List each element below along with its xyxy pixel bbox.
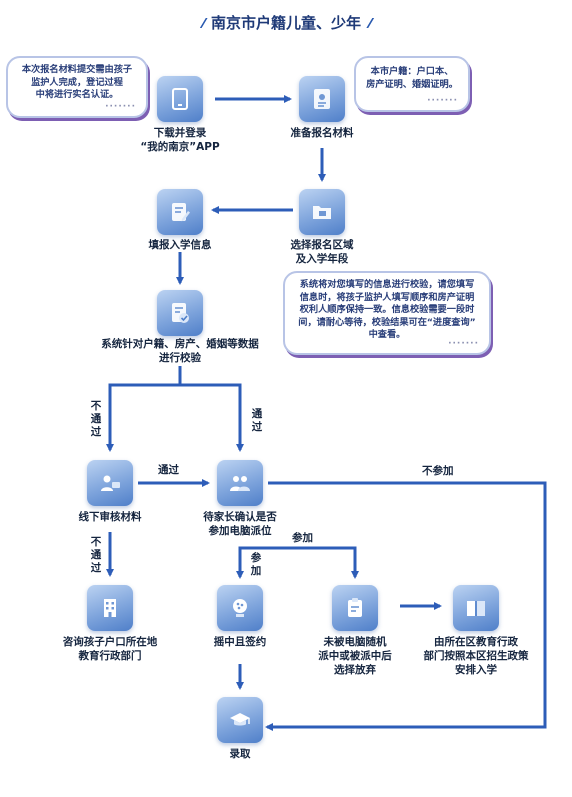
tip-line: 本次报名材料提交需由孩子 xyxy=(21,64,133,75)
node-label-fill-info: 填报入学信息 xyxy=(148,239,212,251)
tip-line: 房产证明、婚姻证明。 xyxy=(366,78,458,90)
node-label-offline-review: 线下审核材料 xyxy=(78,511,142,523)
node-label-prepare-materials: 准备报名材料 xyxy=(290,127,354,139)
node-label-admitted: 录取 xyxy=(229,748,251,760)
tip-line: 中查看。 xyxy=(368,329,406,340)
tip-line: 权利人顺序保持一致。信息校验需要一段时 xyxy=(299,304,475,315)
edge-label-review-pass: 通过 xyxy=(158,464,179,476)
node-label-lottery: 摇中且签约 xyxy=(213,636,267,648)
page-title: ⁄⁄⁄南京市户籍儿童、少年⁄⁄⁄ xyxy=(0,12,572,33)
arrow-check-pass xyxy=(180,383,244,452)
edge-label-not-join: 不参加 xyxy=(422,465,454,477)
tablet-icon xyxy=(157,76,203,122)
clipboard-icon xyxy=(332,585,378,631)
document-check-icon xyxy=(157,290,203,336)
arrow-join-left xyxy=(236,546,300,579)
tip-line: 监护人完成，登记过程 xyxy=(31,76,123,88)
tip-line: 间，请耐心等待，校验结果可在“进度查询” xyxy=(298,316,476,328)
document-certificate-icon xyxy=(299,76,345,122)
folder-icon xyxy=(299,189,345,235)
label-line: 选择放弃 xyxy=(334,664,376,676)
label-line: 派中或被派中后 xyxy=(318,650,392,662)
book-icon xyxy=(453,585,499,631)
label-line: 系统针对户籍、房产、婚姻等数据 xyxy=(101,338,259,350)
tip-line: 本市户籍：户口本、 xyxy=(370,66,454,77)
node-label-download-app: 下载并登录 “我的南京”APP xyxy=(120,126,240,154)
edge-label-join-top: 参加 xyxy=(292,532,313,544)
arrow-not-join xyxy=(265,481,547,731)
label-line: 进行校验 xyxy=(159,352,201,364)
node-label-system-check: 系统针对户籍、房产、婚姻等数据 进行校验 xyxy=(70,337,290,365)
label-line: 由所在区教育行政 xyxy=(434,636,518,648)
users-icon xyxy=(87,460,133,506)
node-label-choose-area: 选择报名区域 及入学年段 xyxy=(262,238,382,266)
family-icon xyxy=(217,460,263,506)
node-label-not-selected: 未被电脑随机 派中或被派中后 选择放弃 xyxy=(295,635,415,677)
label-line: 待家长确认是否 xyxy=(203,511,277,523)
label-line: 安排入学 xyxy=(455,664,497,676)
lottery-ball-icon xyxy=(217,585,263,631)
tip-bubble-verify: 系统将对您填写的信息进行校验，请您填写 信息时，将孩子监护人填写顺序和房产证明 … xyxy=(283,271,491,355)
label-line: 参加电脑派位 xyxy=(208,525,272,537)
label-line: 下载并登录 xyxy=(153,127,207,139)
node-label-arrange: 由所在区教育行政 部门按照本区招生政策 安排入学 xyxy=(406,635,546,677)
dots-decoration: ······· xyxy=(448,338,479,349)
label-line: 未被电脑随机 xyxy=(323,636,387,648)
dots-decoration: ······· xyxy=(105,101,136,112)
dots-decoration: ······· xyxy=(427,95,458,106)
label-line: 咨询孩子户口所在地 xyxy=(62,636,158,648)
tip-line: 中将进行实名认证。 xyxy=(35,89,119,100)
label-line: 教育行政部门 xyxy=(78,650,142,662)
arrow-check-fail xyxy=(106,366,182,452)
node-label-parent-confirm: 待家长确认是否 参加电脑派位 xyxy=(180,510,300,538)
arrow-join-right xyxy=(240,546,359,579)
form-edit-icon xyxy=(157,189,203,235)
title-text: 南京市户籍儿童、少年 xyxy=(210,14,361,32)
graduation-cap-icon xyxy=(217,697,263,743)
edge-label-check-fail: 不通过 xyxy=(90,400,102,438)
tip-line: 信息时，将孩子监护人填写顺序和房产证明 xyxy=(299,291,475,303)
label-line: 及入学年段 xyxy=(295,253,349,265)
label-line: 部门按照本区招生政策 xyxy=(423,650,529,662)
building-icon xyxy=(87,585,133,631)
tip-line: 系统将对您填写的信息进行校验，请您填写 xyxy=(299,279,475,290)
label-line: “我的南京”APP xyxy=(140,141,220,153)
edge-label-review-fail: 不通过 xyxy=(90,536,102,574)
edge-label-check-pass: 通过 xyxy=(251,408,263,433)
tip-bubble-household: 本市户籍：户口本、 房产证明、婚姻证明。 ······· xyxy=(354,56,470,112)
tip-bubble-real-name: 本次报名材料提交需由孩子 监护人完成，登记过程 中将进行实名认证。 ······… xyxy=(6,56,148,118)
title-decoration-right: ⁄⁄⁄ xyxy=(369,17,371,32)
node-label-consult: 咨询孩子户口所在地 教育行政部门 xyxy=(40,635,180,663)
label-line: 选择报名区域 xyxy=(290,239,354,251)
edge-label-join-side: 参加 xyxy=(250,552,262,577)
